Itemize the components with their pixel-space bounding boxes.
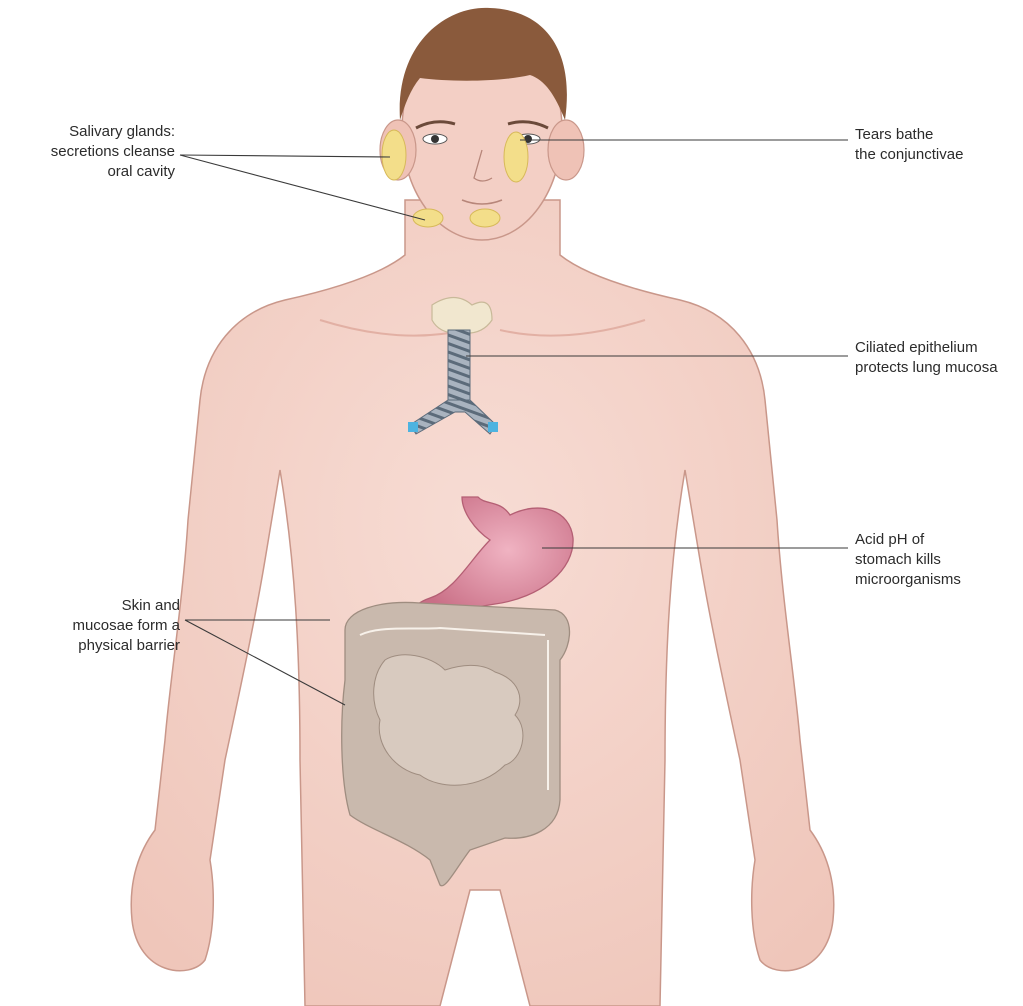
bronchi-accent-right [488,422,498,432]
salivary-leader-upper [180,155,390,157]
ciliated-label: Ciliated epithelium protects lung mucosa [855,338,1020,378]
trachea-tube [448,330,470,404]
skin-label: Skin and mucosae form a physical barrier [20,596,180,656]
salivary-label: Salivary glands: secretions cleanse oral… [10,122,175,182]
larynx [432,298,492,334]
right-ear [548,120,584,180]
submandibular-gland-right [470,209,500,227]
bronchi-accent-left [408,422,418,432]
parotid-gland-left [382,130,406,180]
tears-label: Tears bathe the conjunctivae [855,125,1015,165]
acid-label: Acid pH of stomach kills microorganisms [855,530,1015,590]
